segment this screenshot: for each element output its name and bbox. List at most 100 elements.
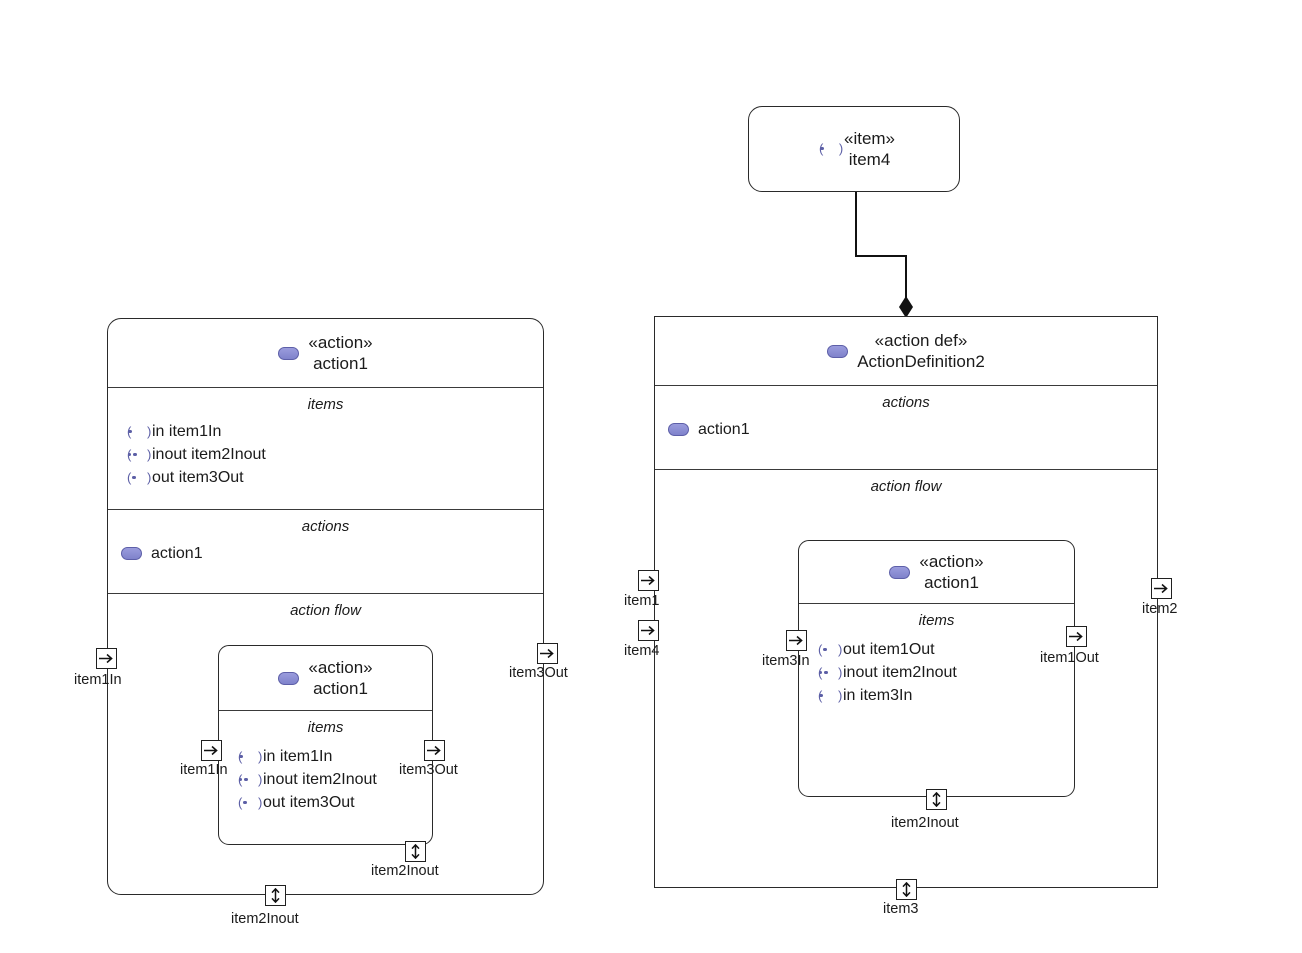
port-item1In[interactable] [96,648,117,669]
port-item3[interactable] [896,879,917,900]
action-row-label: action1 [151,544,203,562]
arrow-right-icon [427,745,441,756]
item-row: ( ) out item3Out [219,791,432,814]
compartment-title-actions: actions [301,518,350,535]
port-item3Out[interactable] [537,643,558,664]
left-nested-items-compartment: items ( ) in item1In ( ) inout item2Inou… [219,710,432,845]
right-nested-items-compartment: items ( ) out item1Out ( ) inout item2In… [799,603,1074,798]
left-action1-name: action1 [313,354,368,373]
arrow-right-icon [540,648,554,659]
action-pill-icon [121,547,142,560]
compartment-title-items: items [918,612,955,629]
port-out-icon: ( ) [818,641,849,657]
arrow-right-icon [204,745,218,756]
port-in-icon: ( ) [127,423,158,439]
port-label-item1In: item1In [74,672,122,688]
port-item1[interactable] [638,570,659,591]
left-nested-action1-stereotype: «action» [308,657,373,677]
action-pill-icon [278,346,300,360]
compartment-title-action-flow: action flow [290,602,361,619]
action-pill-icon [889,565,911,579]
item-row-label: out item1Out [843,640,935,658]
port-label-item3Out: item3Out [509,665,568,681]
port-out-icon: ( ) [127,469,158,485]
port-nested-item2Inout[interactable] [926,789,947,810]
arrow-updown-icon [932,792,941,807]
port-label-item2: item2 [1142,601,1178,617]
port-nested-item3In[interactable] [786,630,807,651]
port-nested-item1In[interactable] [201,740,222,761]
item-row: ( ) out item3Out [108,466,543,489]
left-nested-action1-node[interactable]: «action» action1 items ( ) in item1In ( … [218,645,433,845]
arrow-right-icon [641,575,655,586]
port-label-item3: item3 [883,901,919,917]
left-nested-action1-name: action1 [313,679,368,698]
action-pill-icon [278,671,300,685]
compartment-title-items: items [307,396,344,413]
composition-edge-segment-vertical-2 [905,255,907,299]
item-row-label: out item3Out [152,468,244,486]
compartment-title-actions: actions [882,394,930,411]
port-inout-icon: ( ) [238,771,269,787]
right-actiondef2-stereotype: «action def» [874,330,968,350]
item-row-label: out item3Out [263,793,355,811]
left-action1-actionflow-compartment: action flow [108,593,543,896]
item-row: ( ) inout item2Inout [219,768,432,791]
action-pill-icon [827,344,849,358]
port-nested-item1Out[interactable] [1066,626,1087,647]
item-row: ( ) inout item2Inout [108,443,543,466]
port-label-nested-item1In: item1In [180,762,228,778]
port-in-icon: ( ) [818,687,849,703]
left-action1-header: «action» action1 [108,319,543,387]
port-nested-item2Inout[interactable] [405,841,426,862]
port-nested-item3Out[interactable] [424,740,445,761]
item4-stereotype: «item» [843,128,896,148]
right-nested-action1-stereotype: «action» [919,551,984,571]
port-label-nested-item1Out: item1Out [1040,650,1099,666]
port-in-icon: ( ) [238,748,269,764]
arrow-right-icon [1069,631,1083,642]
port-in-icon: ( ) [818,141,850,156]
compartment-title-items: items [307,719,344,736]
arrow-updown-icon [411,844,420,859]
item-row: ( ) inout item2Inout [799,661,1074,684]
arrow-right-icon [99,653,113,664]
port-item4[interactable] [638,620,659,641]
right-nested-action1-node[interactable]: «action» action1 items ( ) out item1Out … [798,540,1075,797]
arrow-right-icon [641,625,655,636]
port-label-item4: item4 [624,643,660,659]
port-inout-icon: ( ) [127,446,158,462]
arrow-updown-icon [902,882,911,897]
item-row: ( ) in item3In [799,684,1074,707]
right-actiondef2-name: ActionDefinition2 [857,352,985,371]
port-label-nested-item2Inout: item2Inout [891,815,959,831]
port-label-nested-item3Out: item3Out [399,762,458,778]
action-row-label: action1 [698,420,750,438]
port-item2Inout-outer[interactable] [265,885,286,906]
item-row-label: inout item2Inout [843,663,957,681]
port-label-nested-item2Inout: item2Inout [371,863,439,879]
right-actiondef2-actions-compartment: actions action1 [655,385,1157,469]
left-nested-action1-header: «action» action1 [219,646,432,710]
composition-edge-segment-horizontal [855,255,907,257]
right-nested-action1-name: action1 [924,573,979,592]
left-action1-stereotype: «action» [308,332,373,352]
left-action1-actions-compartment: actions action1 [108,509,543,593]
arrow-updown-icon [271,888,280,903]
arrow-right-icon [1154,583,1168,594]
right-nested-action1-header: «action» action1 [799,541,1074,603]
action-row[interactable]: action1 [655,418,1157,441]
item-row: ( ) in item1In [108,420,543,443]
item-row-label: in item1In [263,747,333,765]
port-inout-icon: ( ) [818,664,849,680]
item4-name: item4 [848,150,891,169]
item-row-label: inout item2Inout [263,770,377,788]
right-actiondef2-header: «action def» ActionDefinition2 [655,317,1157,385]
port-item2[interactable] [1151,578,1172,599]
item4-node[interactable]: ( ) «item» item4 [748,106,960,192]
right-actiondef2-actionflow-compartment: action flow [655,469,1157,889]
action-row[interactable]: action1 [108,542,543,565]
item-row: ( ) in item1In [219,745,432,768]
port-label-nested-item3In: item3In [762,653,810,669]
item-row-label: inout item2Inout [152,445,266,463]
